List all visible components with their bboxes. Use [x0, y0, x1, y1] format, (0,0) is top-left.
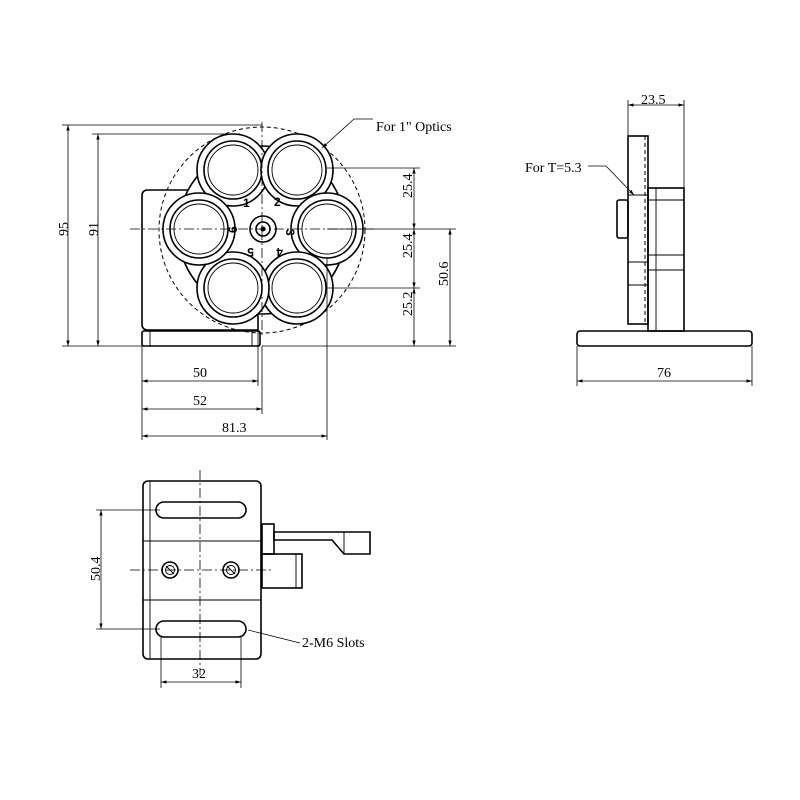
dim-height-95: 95	[57, 222, 72, 236]
dim-base-76: 76	[657, 366, 671, 381]
lens-cell-4	[260, 251, 334, 325]
front-view: 1 2 3 4 5 6 95 91 25.4 25.4 25.2 50.6	[57, 118, 456, 440]
top-knob	[261, 553, 303, 589]
position-label-2: 2	[274, 195, 281, 209]
top-wheel-edge	[261, 523, 275, 555]
position-label-1: 1	[243, 196, 250, 210]
lens-cell-2	[260, 133, 334, 207]
side-bracket	[647, 187, 685, 332]
side-knob	[616, 199, 629, 239]
position-label-4: 4	[276, 245, 283, 259]
dim-height-91: 91	[87, 222, 102, 236]
front-bracket-plate	[141, 189, 259, 331]
dim-slot-pitch: 50.4	[89, 557, 104, 582]
dim-width-50: 50	[193, 366, 207, 381]
position-label-6: 6	[226, 226, 240, 233]
m6-slot-bottom	[155, 620, 247, 638]
position-label-5: 5	[247, 245, 254, 259]
dim-depth-23-5: 23.5	[641, 93, 666, 108]
dim-pitch-a: 25.4	[401, 174, 416, 199]
note-m6-slots: 2-M6 Slots	[302, 636, 365, 651]
dim-width-81-3: 81.3	[222, 421, 247, 436]
front-base-foot	[141, 330, 261, 347]
dim-center-height: 50.6	[437, 262, 452, 287]
top-view: 50.4 32 2-M6 Slots	[89, 470, 371, 688]
side-base-plate	[576, 330, 753, 347]
note-for-1in-optics: For 1" Optics	[376, 120, 452, 135]
dim-slot-length: 32	[192, 667, 206, 682]
dim-pitch-b: 25.4	[401, 234, 416, 259]
side-view: 23.5 For T=5.3 76	[525, 93, 753, 386]
dim-base-to-center: 25.2	[401, 292, 416, 317]
position-label-3: 3	[283, 229, 297, 236]
dim-width-52: 52	[193, 394, 207, 409]
note-for-t-5-3: For T=5.3	[525, 161, 582, 176]
top-wheel-arm	[273, 531, 371, 555]
m6-slot-top	[155, 501, 247, 519]
